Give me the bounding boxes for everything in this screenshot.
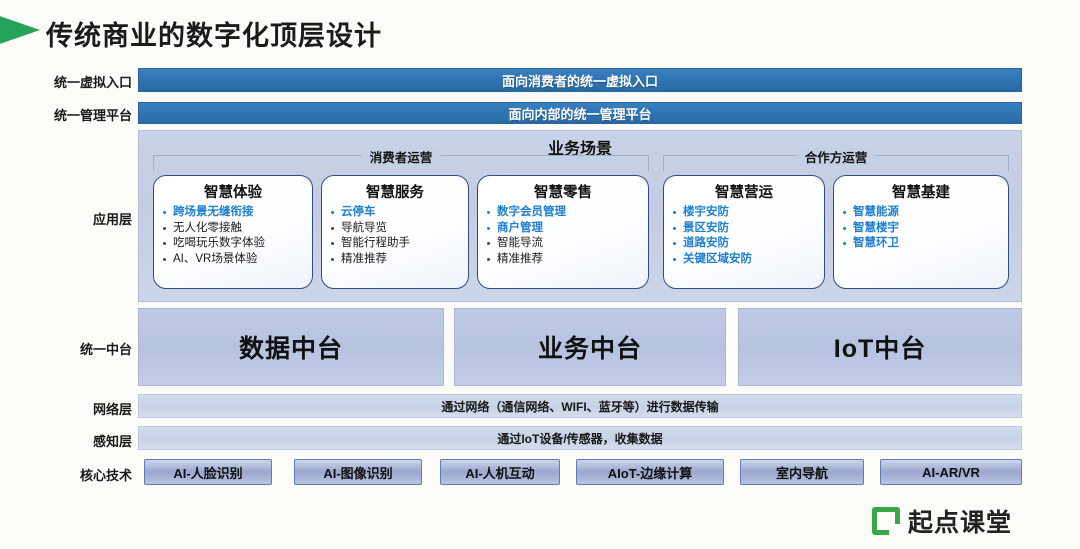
q-bracket-logo-icon bbox=[872, 507, 900, 535]
core-tech-chip-6[interactable]: AI-AR/VR bbox=[880, 459, 1022, 485]
app-box-list-item: 智能导流 bbox=[484, 236, 642, 252]
app-box-list-item: 精准推荐 bbox=[328, 252, 462, 268]
row-label-core-tech: 核心技术 bbox=[79, 468, 132, 483]
app-box-5[interactable]: 智慧基建智慧能源智慧楼宇智慧环卫 bbox=[833, 175, 1009, 289]
business-scene-title: 业务场景 bbox=[547, 141, 612, 158]
app-box-list-item: 精准推荐 bbox=[484, 252, 642, 268]
app-box-2[interactable]: 智慧服务云停车导航导览智能行程助手精准推荐 bbox=[321, 175, 469, 289]
row-label-application: 应用层 bbox=[92, 212, 132, 227]
group-label-partner: 合作方运营 bbox=[796, 147, 876, 166]
group-label-consumer: 消费者运营 bbox=[361, 147, 441, 166]
app-box-title: 智慧服务 bbox=[366, 185, 424, 201]
row-label-column: 统一虚拟入口 统一管理平台 应用层 统一中台 网络层 感知层 核心技术 bbox=[0, 0, 132, 549]
perception-layer-bar: 通过IoT设备/传感器，收集数据 bbox=[138, 426, 1022, 450]
unified-virtual-entry-bar: 面向消费者的统一虚拟入口 bbox=[138, 68, 1022, 92]
row-label-management: 统一管理平台 bbox=[53, 108, 132, 123]
app-box-list-item: 无人化零接触 bbox=[160, 221, 306, 237]
app-box-title: 智慧营运 bbox=[715, 185, 773, 201]
app-box-title: 智慧体验 bbox=[204, 185, 262, 201]
app-box-3[interactable]: 智慧零售数字会员管理商户管理智能导流精准推荐 bbox=[477, 175, 649, 289]
middle-platform-box-1[interactable]: 数据中台 bbox=[138, 308, 444, 386]
core-tech-chip-1[interactable]: AI-人脸识别 bbox=[144, 459, 272, 485]
app-box-list-item: 数字会员管理 bbox=[484, 205, 642, 221]
app-box-list-item: 智慧环卫 bbox=[840, 236, 1002, 252]
core-tech-chip-3[interactable]: AI-人机互动 bbox=[440, 459, 560, 485]
app-box-list-item: 智慧能源 bbox=[840, 205, 1002, 221]
middle-platform-box-3[interactable]: IoT中台 bbox=[738, 308, 1022, 386]
app-box-title: 智慧基建 bbox=[892, 185, 950, 201]
group-bracket-consumer: 消费者运营 bbox=[153, 147, 649, 171]
app-box-list-item: 关键区域安防 bbox=[670, 252, 818, 268]
app-box-list: 楼宇安防景区安防道路安防关键区域安防 bbox=[670, 205, 818, 267]
app-box-list: 智慧能源智慧楼宇智慧环卫 bbox=[840, 205, 1002, 252]
core-tech-chip-row: AI-人脸识别 AI-图像识别 AI-人机互动 AIoT-边缘计算室内导航 AI-AR/… bbox=[138, 459, 1022, 485]
core-tech-chip-2[interactable]: AI-图像识别 bbox=[294, 459, 422, 485]
app-box-list-item: 景区安防 bbox=[670, 221, 818, 237]
app-box-4[interactable]: 智慧营运楼宇安防景区安防道路安防关键区域安防 bbox=[663, 175, 825, 289]
app-box-list-item: 吃喝玩乐数字体验 bbox=[160, 236, 306, 252]
app-box-list: 数字会员管理商户管理智能导流精准推荐 bbox=[484, 205, 642, 267]
brand-logo: 起点课堂 bbox=[872, 503, 1012, 539]
row-label-entry: 统一虚拟入口 bbox=[53, 75, 132, 90]
network-layer-bar: 通过网络（通信网络、WIFI、蓝牙等）进行数据传输 bbox=[138, 394, 1022, 418]
core-tech-chip-5[interactable]: 室内导航 bbox=[740, 459, 864, 485]
app-box-list-item: 跨场景无缝衔接 bbox=[160, 205, 306, 221]
app-box-list-item: 道路安防 bbox=[670, 236, 818, 252]
app-box-list-item: 云停车 bbox=[328, 205, 462, 221]
title-arrow-icon bbox=[0, 12, 40, 48]
app-box-list: 云停车导航导览智能行程助手精准推荐 bbox=[328, 205, 462, 267]
page-title: 传统商业的数字化顶层设计 bbox=[46, 21, 382, 51]
group-bracket-partner: 合作方运营 bbox=[663, 147, 1009, 171]
app-box-list-item: 导航导览 bbox=[328, 221, 462, 237]
row-label-perception: 感知层 bbox=[92, 434, 132, 449]
app-box-list-item: 商户管理 bbox=[484, 221, 642, 237]
core-tech-chip-4[interactable]: AIoT-边缘计算 bbox=[576, 459, 724, 485]
row-label-middle-platform: 统一中台 bbox=[79, 342, 132, 357]
app-box-list-item: 智能行程助手 bbox=[328, 236, 462, 252]
app-box-list-item: 楼宇安防 bbox=[670, 205, 818, 221]
app-box-list-item: AI、VR场景体验 bbox=[160, 252, 306, 268]
app-box-title: 智慧零售 bbox=[534, 185, 592, 201]
middle-platform-box-2[interactable]: 业务中台 bbox=[454, 308, 726, 386]
brand-logo-text: 起点课堂 bbox=[908, 509, 1013, 537]
application-layer-panel: 业务场景 消费者运营 合作方运营 智慧体验跨场景无缝衔接无人化零接触吃喝玩乐数字… bbox=[138, 130, 1022, 302]
row-label-network: 网络层 bbox=[92, 402, 132, 417]
app-box-list-item: 智慧楼宇 bbox=[840, 221, 1002, 237]
unified-management-platform-bar: 面向内部的统一管理平台 bbox=[138, 102, 1022, 124]
